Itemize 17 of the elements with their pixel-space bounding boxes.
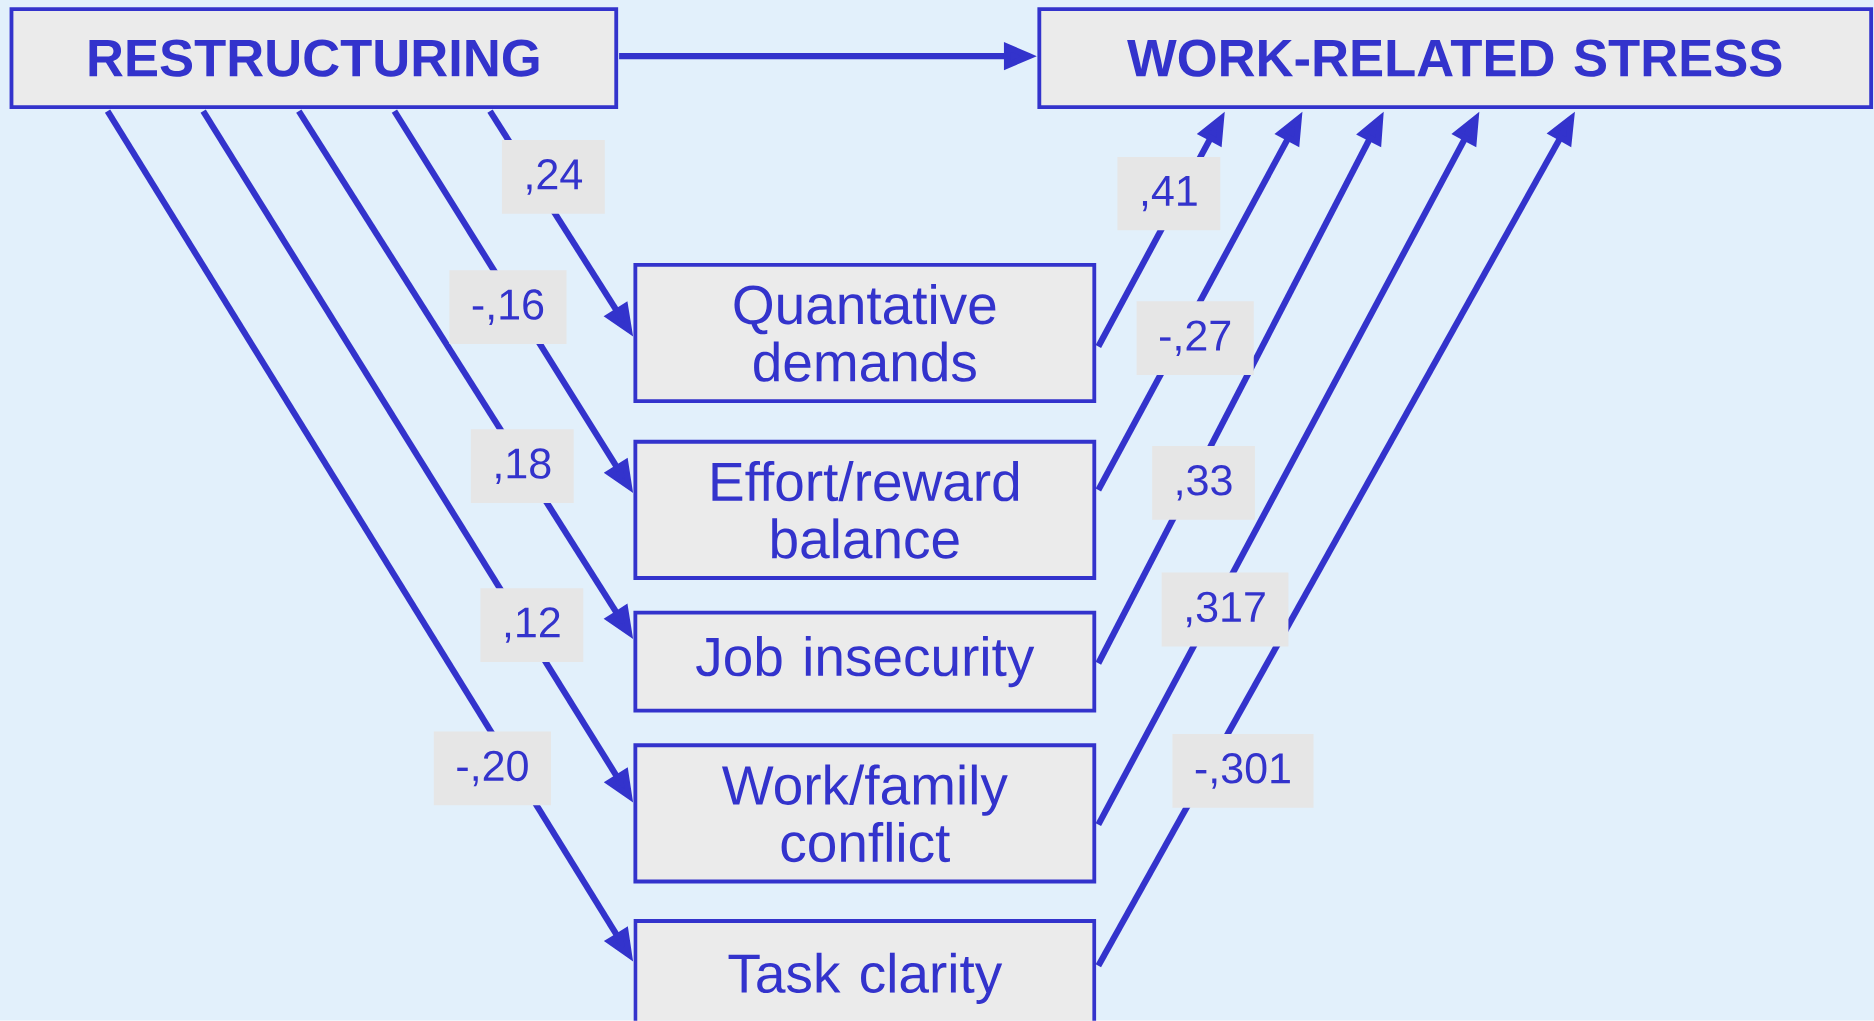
edge-label: ,12 bbox=[480, 588, 584, 663]
outcome-box: WORK-RELATED STRESS bbox=[1037, 7, 1874, 110]
edge-label: -,20 bbox=[433, 731, 551, 806]
factor-box: Effort/reward balance bbox=[633, 439, 1097, 581]
edge-label: ,317 bbox=[1161, 572, 1289, 647]
factor-box: Quantative demands bbox=[633, 263, 1097, 404]
edge-label: ,41 bbox=[1117, 157, 1221, 231]
source-box: RESTRUCTURING bbox=[9, 7, 619, 110]
edge-label: ,33 bbox=[1152, 446, 1255, 520]
factor-box: Work/family conflict bbox=[633, 743, 1097, 884]
edge-label: ,18 bbox=[470, 429, 574, 504]
edge-label: -,27 bbox=[1136, 301, 1254, 376]
factor-box: Task clarity bbox=[633, 919, 1097, 1021]
edge-label: ,24 bbox=[501, 140, 605, 214]
edge-label: -,16 bbox=[449, 270, 567, 345]
edge-label: -,301 bbox=[1172, 734, 1314, 808]
factor-box: Job insecurity bbox=[633, 610, 1097, 713]
